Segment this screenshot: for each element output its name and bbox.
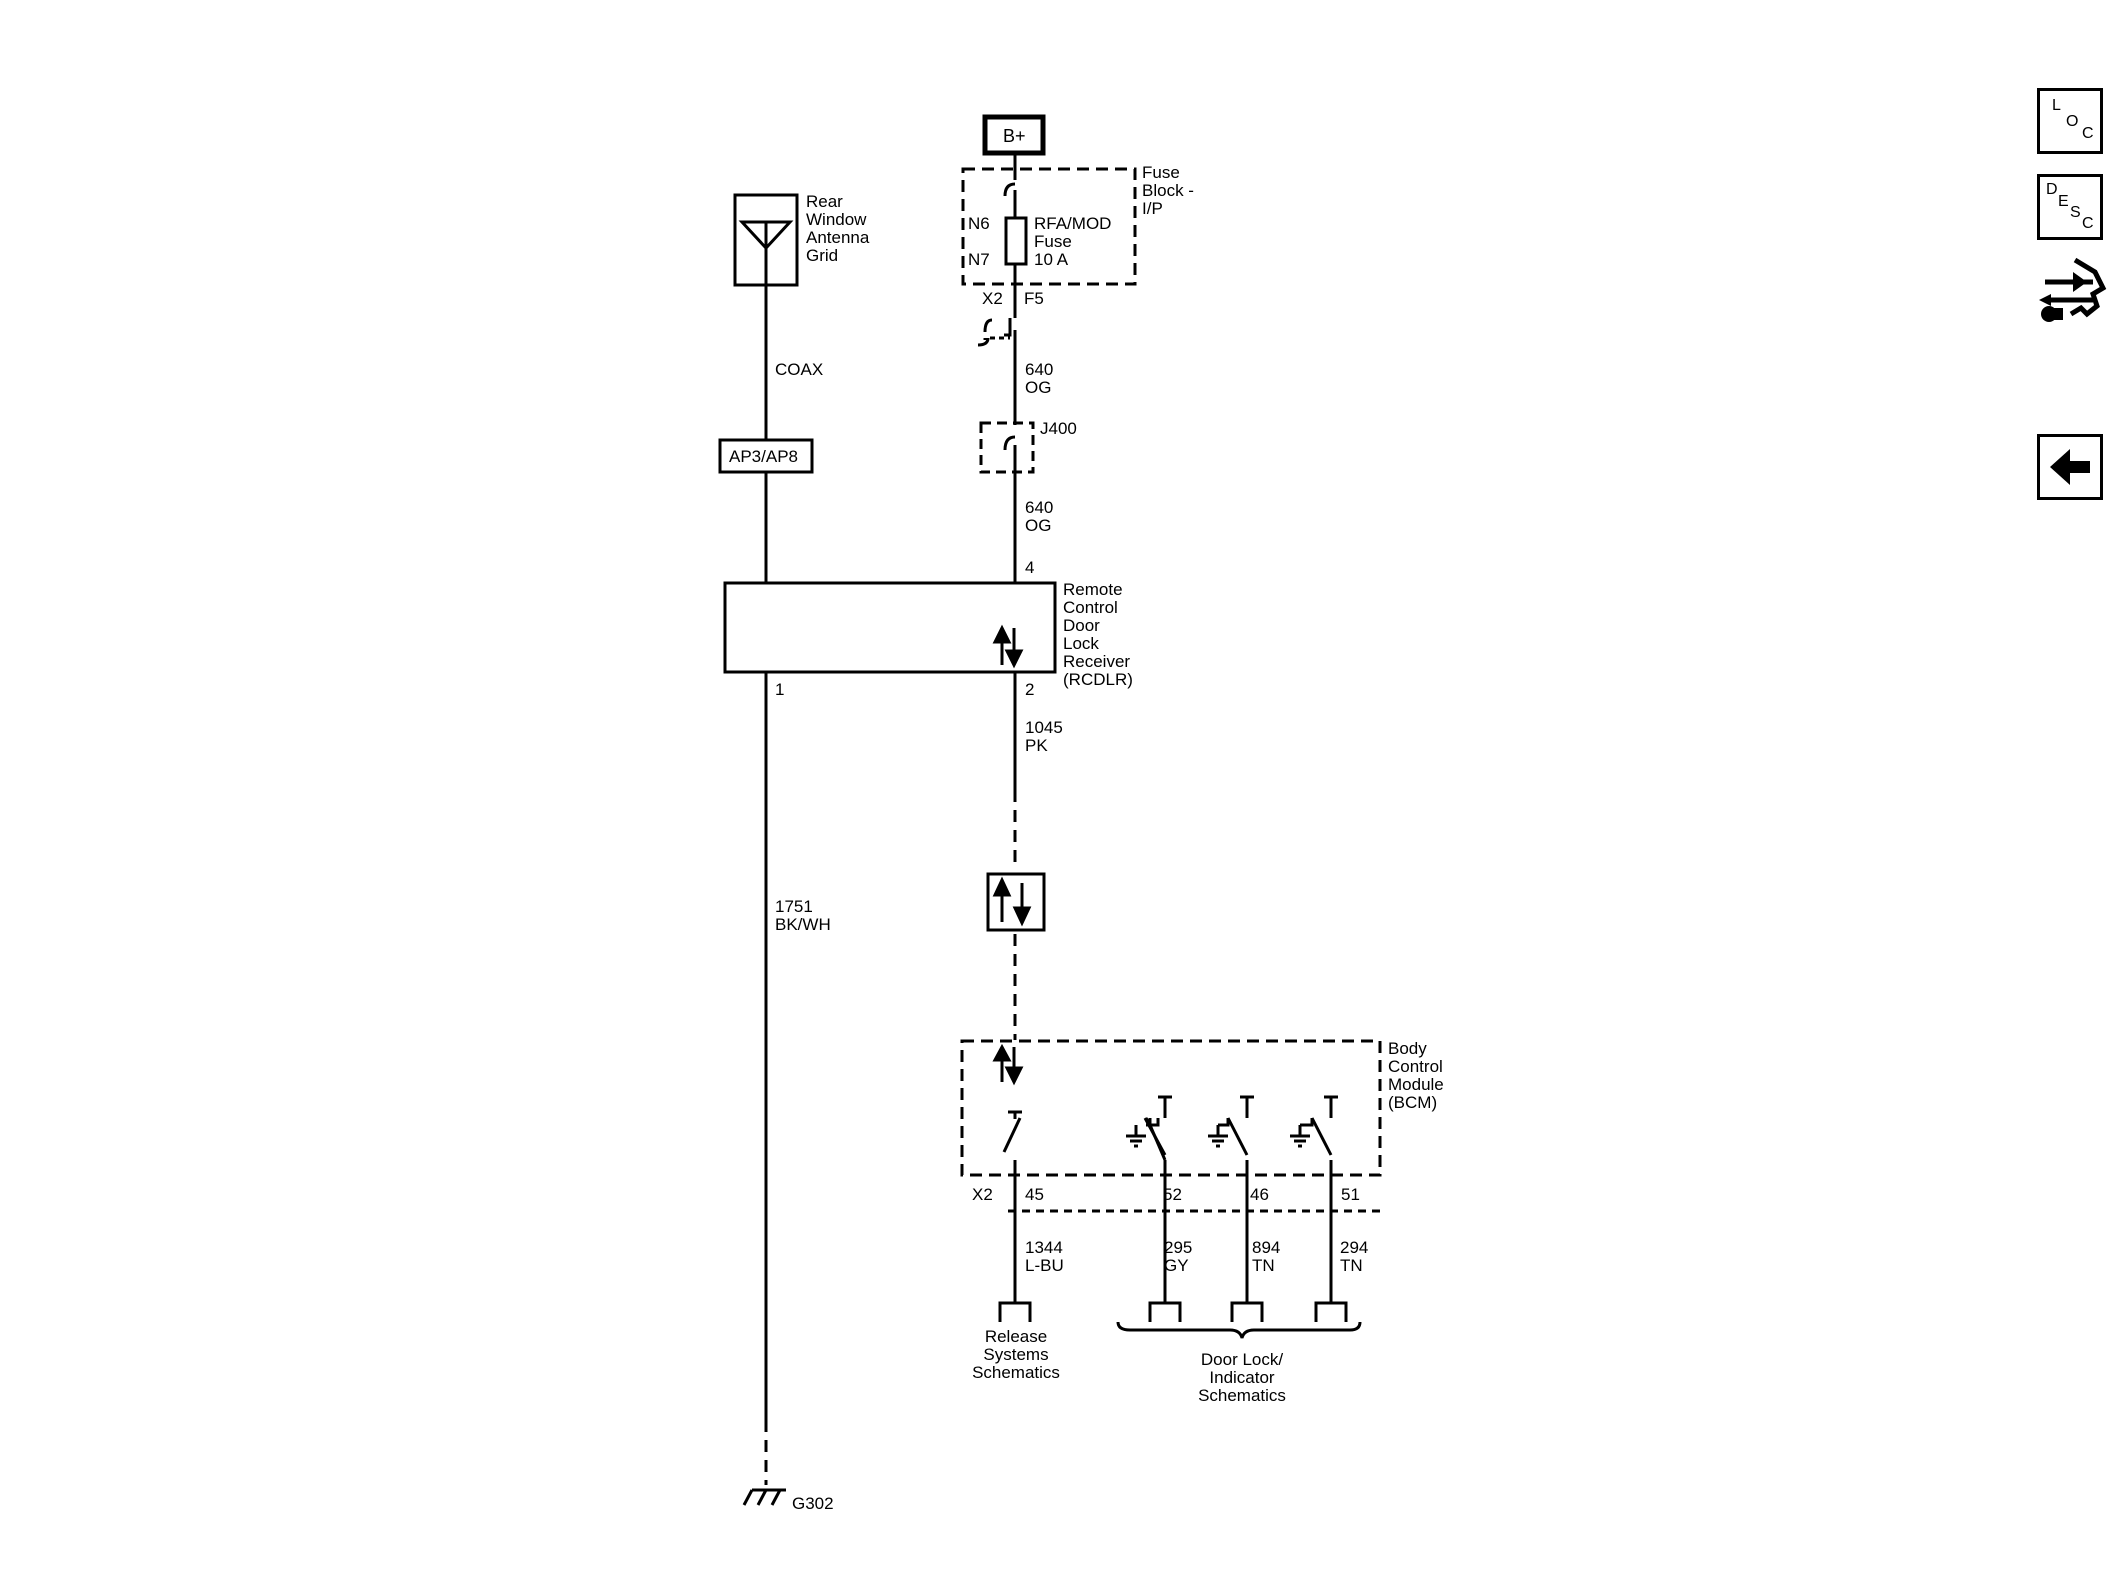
fuse-name-2: Fuse [1034, 232, 1072, 251]
wire-1344-color: L-BU [1025, 1256, 1064, 1275]
pin-45-label: 45 [1025, 1185, 1044, 1204]
pin-2-label: 2 [1025, 680, 1034, 699]
desc-letter-c: C [2082, 215, 2094, 232]
left-arrow-icon [2050, 449, 2090, 485]
x2-bcm-label: X2 [972, 1185, 993, 1204]
ap3-label: AP3/AP8 [729, 447, 798, 466]
antenna-label-1: Rear [806, 192, 843, 211]
release-label-2: Systems [983, 1345, 1048, 1364]
antenna-label-3: Antenna [806, 228, 870, 247]
serial-data-arrows-icon [992, 624, 1032, 1086]
pin-52-label: 52 [1163, 1185, 1182, 1204]
j400-label: J400 [1040, 419, 1077, 438]
antenna-label-4: Grid [806, 246, 838, 265]
rcdlr-label-2: Control [1063, 598, 1118, 617]
wire-894-color: TN [1252, 1256, 1275, 1275]
wire-640b-color: OG [1025, 516, 1051, 535]
g302-label: G302 [792, 1494, 834, 1513]
loc-letter-c: C [2082, 125, 2094, 142]
wire-1045-num: 1045 [1025, 718, 1063, 737]
serial-data-box [986, 872, 1046, 932]
rcdlr-label-3: Door [1063, 616, 1100, 635]
rfa-mod-fuse-symbol [1004, 216, 1028, 266]
bcm-outline [960, 1039, 1382, 1177]
fuse-block-label-2: Block - [1142, 181, 1194, 200]
fuse-block-label-3: I/P [1142, 199, 1163, 218]
rcdlr-box [723, 581, 1057, 674]
antenna-icon [738, 220, 794, 285]
n7-label: N7 [968, 250, 990, 269]
fuse-block-label-1: Fuse [1142, 163, 1180, 182]
rcdlr-label-6: (RCDLR) [1063, 670, 1133, 689]
release-label-3: Schematics [972, 1363, 1060, 1382]
rcdlr-label-1: Remote [1063, 580, 1123, 599]
n6-label: N6 [968, 214, 990, 233]
wire-1751-num: 1751 [775, 897, 813, 916]
desc-letter-s: S [2070, 204, 2081, 221]
wire-1344-num: 1344 [1025, 1238, 1063, 1257]
desc-button[interactable]: D E S C [2037, 174, 2103, 240]
fuse-name-1: RFA/MOD [1034, 214, 1111, 233]
pin-46-label: 46 [1250, 1185, 1269, 1204]
j400-outline [979, 421, 1035, 474]
wire-1045-color: PK [1025, 736, 1048, 755]
bcm-label-1: Body [1388, 1039, 1427, 1058]
wire-295-color: GY [1164, 1256, 1189, 1275]
wire-295-num: 295 [1164, 1238, 1192, 1257]
wire-294-color: TN [1340, 1256, 1363, 1275]
desc-letter-e: E [2058, 193, 2069, 210]
wire-294-num: 294 [1340, 1238, 1368, 1257]
wire-1751-color: BK/WH [775, 915, 831, 934]
wire-640b-num: 640 [1025, 498, 1053, 517]
x2-top-label: X2 [982, 289, 1003, 308]
fuse-name-3: 10 A [1034, 250, 1069, 269]
desc-letter-d: D [2046, 181, 2058, 198]
loc-button[interactable]: L O C [2037, 88, 2103, 154]
b-plus-label: B+ [1003, 126, 1026, 146]
pin-4-label: 4 [1025, 558, 1034, 577]
wire-894-num: 894 [1252, 1238, 1280, 1257]
door-lock-label-2: Indicator [1209, 1368, 1275, 1387]
loc-letter-l: L [2052, 97, 2061, 114]
connector-end-view-icon[interactable] [2037, 254, 2107, 334]
release-label-1: Release [985, 1327, 1047, 1346]
pin-51-label: 51 [1341, 1185, 1360, 1204]
pin-1-label: 1 [775, 680, 784, 699]
back-button[interactable] [2037, 434, 2103, 500]
door-lock-label-3: Schematics [1198, 1386, 1286, 1405]
rcdlr-label-5: Receiver [1063, 652, 1130, 671]
wire-640a-color: OG [1025, 378, 1051, 397]
bcm-label-2: Control [1388, 1057, 1443, 1076]
antenna-label-2: Window [806, 210, 867, 229]
f5-label: F5 [1024, 289, 1044, 308]
door-lock-label-1: Door Lock/ [1201, 1350, 1283, 1369]
fuse-block-outline [961, 167, 1137, 286]
loc-letter-o: O [2066, 113, 2079, 130]
wire-640a-num: 640 [1025, 360, 1053, 379]
rcdlr-label-4: Lock [1063, 634, 1099, 653]
coax-label: COAX [775, 360, 823, 379]
bcm-label-3: Module [1388, 1075, 1444, 1094]
bcm-label-4: (BCM) [1388, 1093, 1437, 1112]
